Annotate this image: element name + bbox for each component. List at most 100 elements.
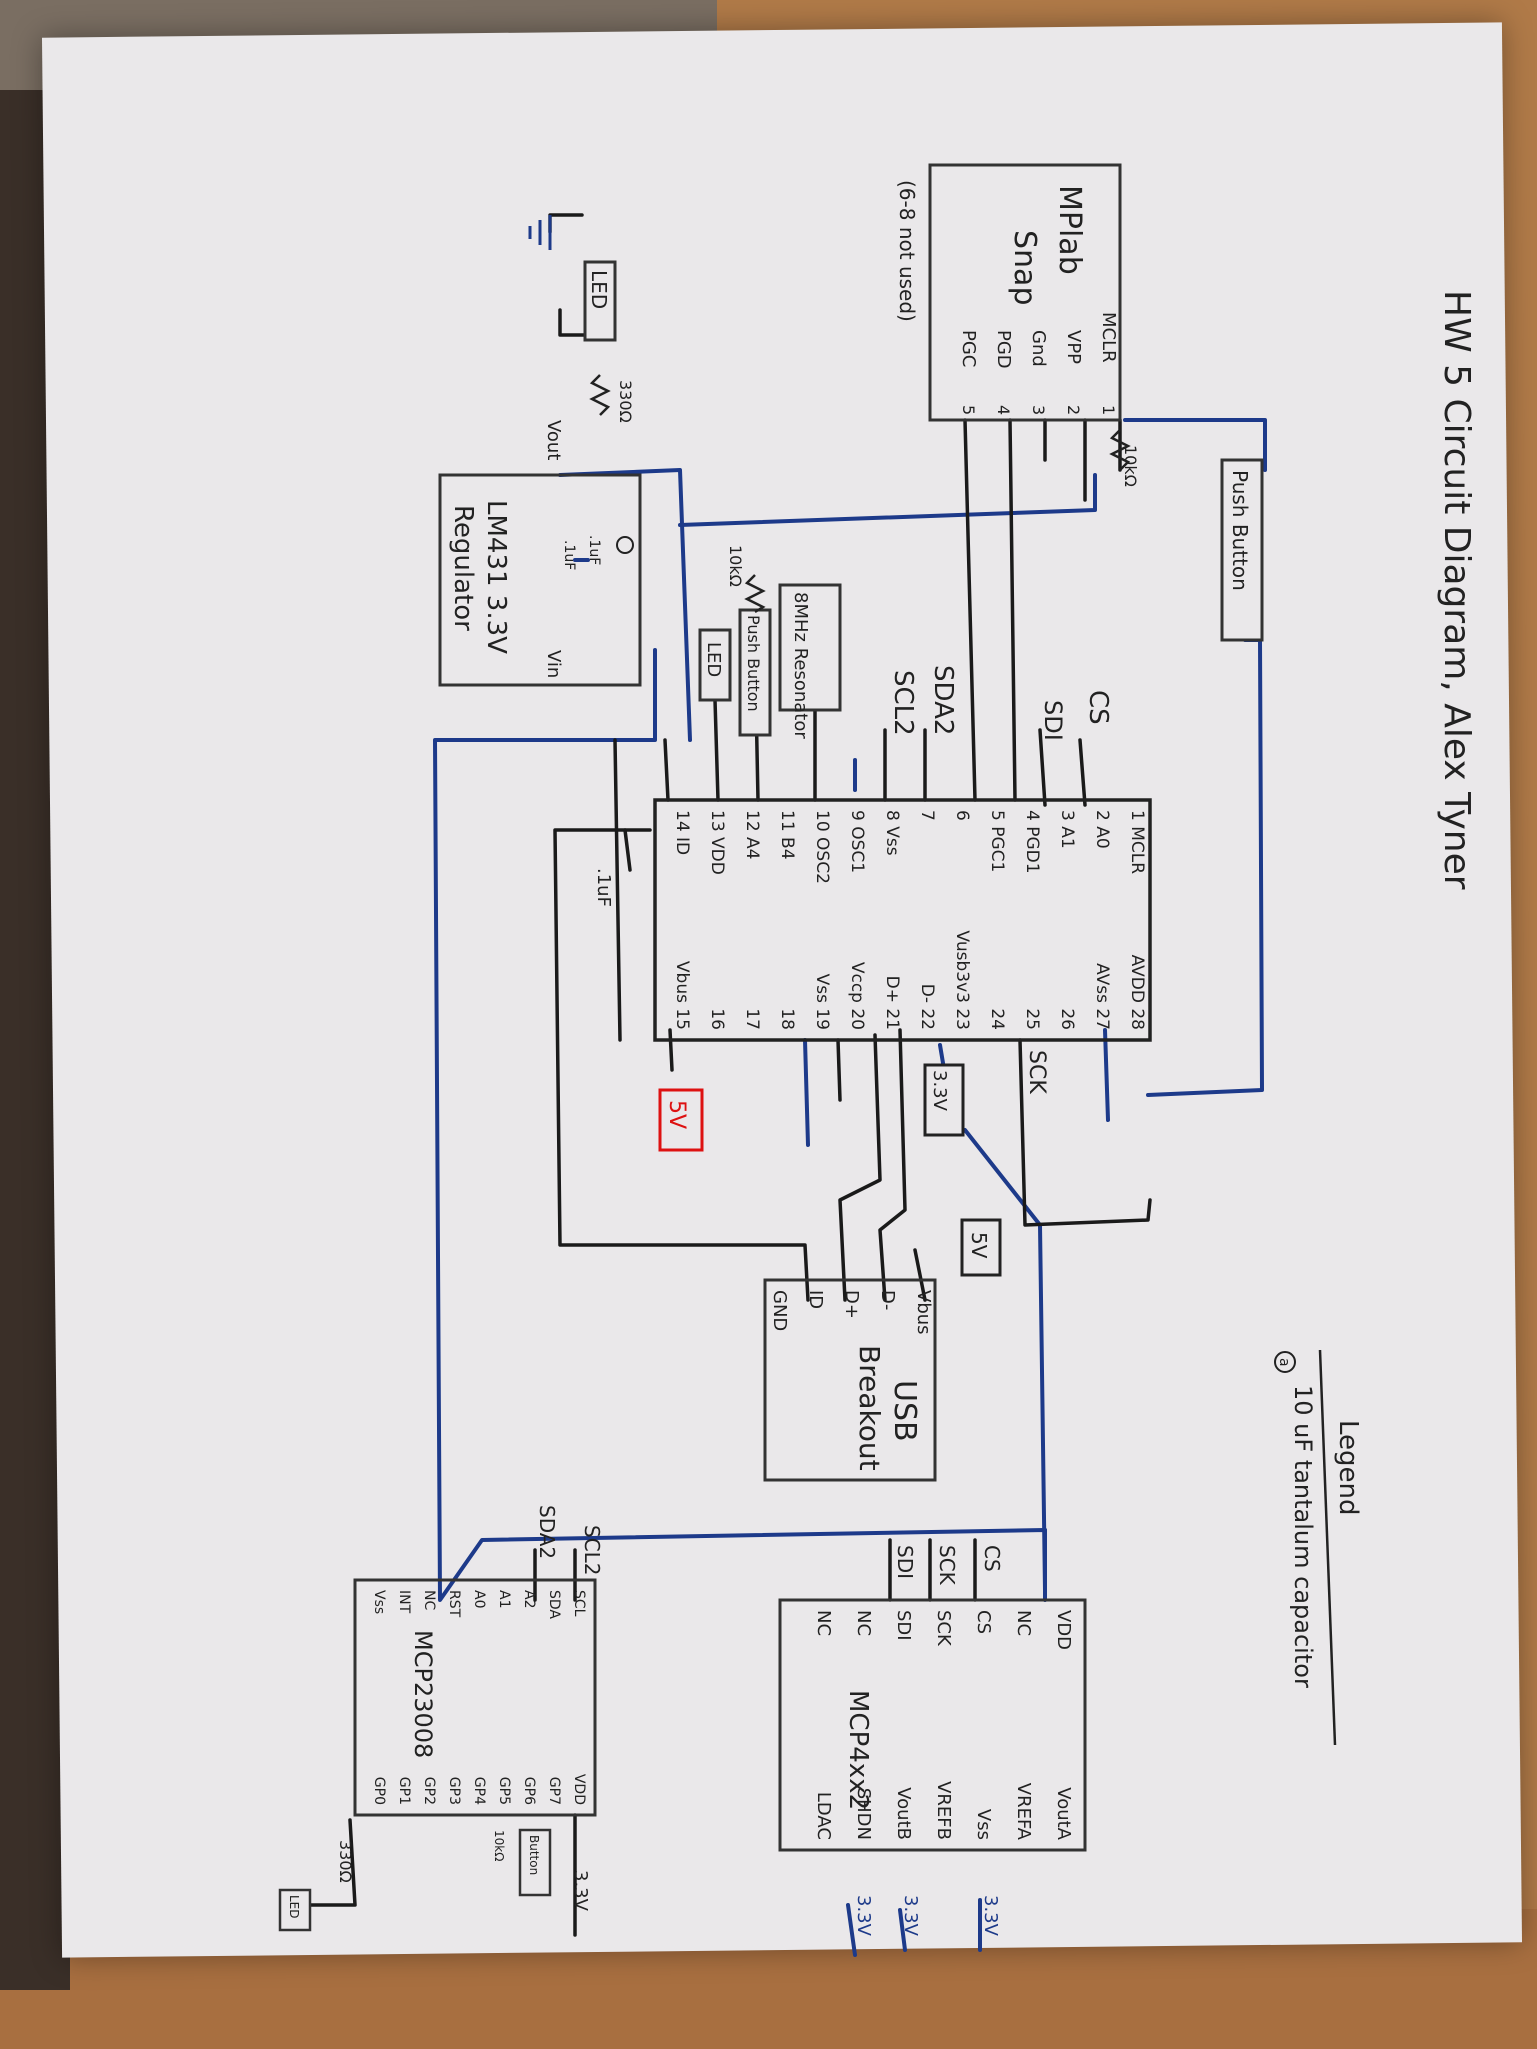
mcp23008-left-pin-7: INT [396,1590,412,1614]
mcp23008-right-pin-4: GP4 [471,1777,487,1805]
usb-pin-2: D+ [841,1290,862,1319]
push-button-top: Push Button 10kΩ [1109,429,1264,642]
mplab-pin-pgd: PGD [993,330,1014,369]
mplab-pin-gnd: Gnd [1028,330,1049,367]
pic-right-pin-3: 25 [1022,1008,1042,1030]
mcp4xx2-label-cs: CS [980,1545,1004,1572]
mcp23008-right-pin-5: GP3 [446,1777,462,1805]
regulator-line-1: LM431 3.3V [481,500,511,654]
pic-right-pin-9: Vss 19 [812,974,832,1030]
mcp23008-right-pin-7: GP1 [396,1777,412,1805]
mplab-pin-5: 5 [959,405,978,415]
mplab-snap: MPlab Snap MCLR VPP Gnd PGD PGC 1 2 3 4 … [895,163,1122,422]
resistor-330-label: 330Ω [616,380,635,423]
pic-right-pin-11: 17 [742,1008,762,1030]
mcp23008-button: Button [527,1835,541,1875]
mcp4xx2-left-pin-4: SDI [893,1610,914,1641]
mplab-note: (6-8 not used) [895,180,919,322]
mcp23008-left-pin-4: A0 [471,1590,487,1608]
supply-5v-label: 5V [664,1100,689,1129]
pic-right-pin-7: D+ 21 [882,976,902,1030]
resistor-10k-top [1109,429,1131,471]
mcp4xx2-left-pin-6: NC [813,1610,834,1636]
wire-pushbutton-bottom [1146,638,1264,1097]
push-button-label: Push Button [744,615,763,712]
pic-label-scl2: SCL2 [888,670,918,736]
mcp4xx2-left-pin-5: NC [853,1610,874,1636]
usb-pin-0: Vbus [913,1290,934,1335]
pic-left-pin-0: 1 MCLR [1127,810,1147,874]
mcp4xx2-left-pin-2: CS [973,1610,994,1634]
pic-right-pin-8: Vccp 20 [847,962,867,1030]
wire-dplus [838,1033,882,1302]
mcp23008-right-pin-2: GP6 [521,1777,537,1805]
mcp4xx2-left-pin-1: NC [1013,1610,1034,1636]
pic-left-pin-2: 3 A1 [1057,810,1077,849]
mcp23008-res-10k: 10kΩ [492,1830,506,1861]
mplab-pin-3: 3 [1029,405,1048,415]
mcp23008-supply: 3.3V [570,1870,591,1912]
mcp23008-name: MCP23008 [409,1630,437,1758]
resistor-330 [589,374,611,416]
pic-right-pin-10: 18 [777,1008,797,1030]
led-box [698,628,732,702]
legend: Legend a 10 uF tantalum capacitor [1274,1349,1363,1746]
mcp23008-resistor: 330Ω [336,1840,355,1883]
led-top-label: LED [587,270,611,309]
wire-vccp [836,1038,842,1102]
usb-line-1: USB [887,1380,922,1442]
pic-left-pin-8: 9 OSC1 [847,810,867,873]
pic-right-pin-6: D- 22 [917,984,937,1030]
pic-left-pin-4: 5 PGC1 [987,810,1007,872]
pic-right-pin-4: 24 [987,1008,1007,1030]
wire-mcp4-3v3b [898,1908,907,1952]
wire-vbus-5v [668,1028,674,1072]
pic-left-pin-10: 11 B4 [777,810,797,860]
mcp23008-right-pin-3: GP5 [496,1777,512,1805]
mcp23008-led-box [278,1888,312,1932]
supply-3v3-label: 3.3V [929,1070,950,1112]
pic-left-pin-5: 6 [952,810,972,821]
mcp23008-right-pin-6: GP2 [421,1777,437,1805]
supply-5v: 5V [658,1088,704,1152]
mcp4xx2-right-pin-1: VREFA [1013,1783,1034,1841]
resistor-10k-label: 10kΩ [726,545,745,587]
push-button-box [738,608,772,737]
pic-right-pin-12: 16 [707,1008,727,1030]
wire-pushbutton-top [1123,418,1267,472]
pic-left-pin-11: 12 A4 [742,810,762,859]
mcp23008-label-sda2: SDA2 [535,1505,559,1559]
mcp23008-button-box [518,1828,552,1897]
mcp23008-right-pin-8: GP0 [371,1777,387,1805]
resistor-10k-top-label: 10kΩ [1121,445,1140,487]
regulator: LM431 3.3V Regulator Vout Vin .1uF .1uF [438,420,642,687]
resonator-box [778,583,842,712]
mplab-pin-1: 1 [1099,405,1118,415]
wire-usb-vbus [913,1248,927,1302]
legend-item: 10 uF tantalum capacitor [1289,1385,1317,1688]
mcp23008-left-pin-6: NC [421,1590,437,1610]
pic-right-pin-5: Vusb3v3 23 [952,930,972,1030]
mcp23008-label-scl2: SCL2 [580,1525,604,1576]
mcp23008-left-pin-2: A2 [521,1590,537,1608]
pic-left-pin-3: 4 PGD1 [1022,810,1042,874]
resistor-10k [744,574,766,614]
cap-1uf-label: .1uF [561,540,577,570]
ground-icon [528,215,552,250]
supply-3v3: 3.3V [923,1063,965,1137]
mcp23008-left-pin-8: Vss [371,1590,387,1614]
mcp4xx2-label-sck: SCK [935,1545,959,1586]
mcp23008-left-pin-1: SDA [546,1590,562,1619]
wire-led-gnd [548,213,584,234]
mcp4xx2-supply-2: 3.3V [900,1895,921,1937]
mplab-pin-pgc: PGC [958,330,979,367]
cap-01-label: .1uF [586,535,602,565]
pic-right-pin-0: AVDD 28 [1127,955,1147,1030]
supply-5v-usb: 5V [960,1218,1002,1277]
wire-led2 [713,698,720,802]
usb-pin-3: ID [805,1290,826,1309]
usb-line-2: Breakout [853,1345,886,1471]
